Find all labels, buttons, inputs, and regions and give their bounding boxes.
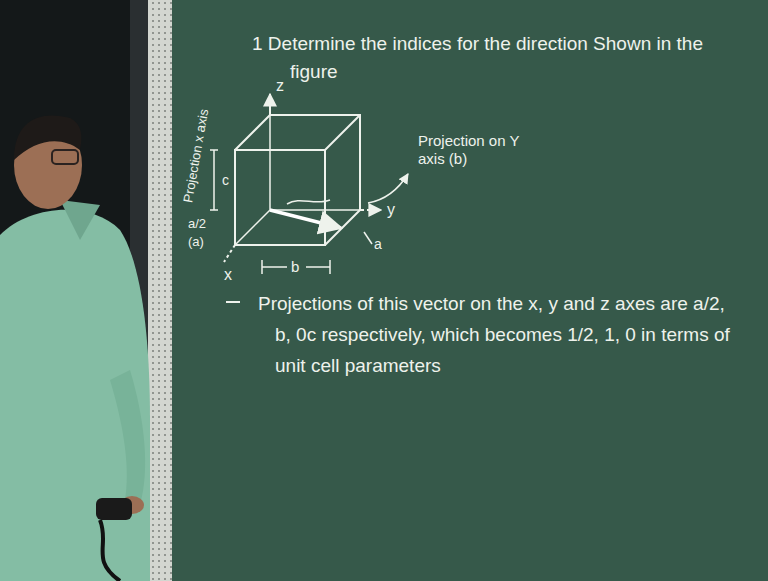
direction-vector: [270, 210, 341, 228]
leader-line: [368, 174, 408, 203]
problem-title: 1 Determine the indices for the directio…: [252, 30, 710, 86]
bullet-dash: [226, 301, 240, 303]
depth-tick: [364, 232, 372, 244]
wall-strip: [148, 0, 172, 581]
dimension-label: b: [291, 258, 299, 276]
dimension-label: c: [222, 172, 229, 189]
explanation-note: Projections of this vector on the x, y a…: [258, 288, 745, 381]
axis-label: z: [276, 76, 284, 95]
dimension-label: a/2: [188, 216, 206, 232]
projection-note: Projection x axis: [178, 97, 214, 214]
projection-note: Projection on Y axis (b): [418, 132, 530, 168]
person-hair: [14, 115, 81, 160]
z-axis: [269, 94, 271, 115]
person-shirt: [0, 210, 150, 581]
cube-hidden-edges: [235, 115, 360, 245]
glasses: [52, 150, 78, 164]
person-arm: [110, 370, 145, 505]
remote-device: [96, 498, 132, 520]
dimension-label: a: [374, 236, 382, 253]
chalkboard: [172, 0, 768, 581]
cube-side-edges: [235, 115, 360, 245]
cable: [100, 520, 120, 581]
axis-label: x: [224, 265, 232, 284]
unit-cell-cube: [235, 115, 360, 245]
height-bracket: [210, 150, 218, 210]
x-axis: [224, 245, 235, 262]
axis-label: y: [387, 200, 395, 219]
dimension-label: (a): [188, 234, 204, 250]
shirt-collar: [60, 200, 100, 240]
y-axis: [360, 209, 381, 211]
projection-brace: [287, 200, 330, 204]
